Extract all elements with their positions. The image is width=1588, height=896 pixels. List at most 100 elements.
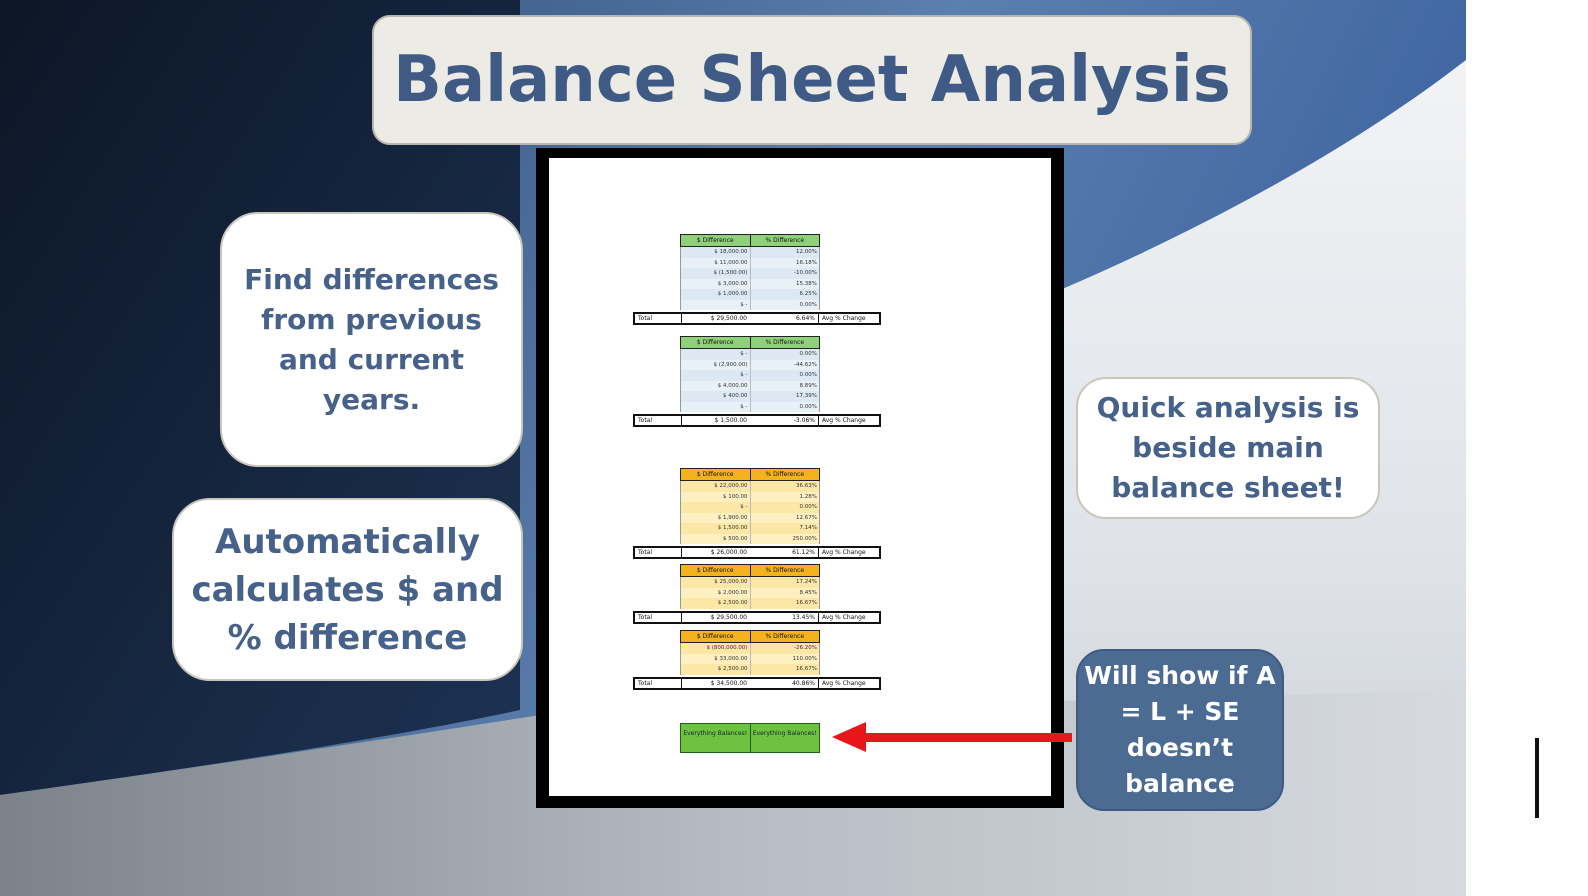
table-row: $ -0.00% <box>681 502 819 513</box>
table-cell: $ 400.00 <box>723 393 748 399</box>
table-cell: -44.62% <box>749 359 820 370</box>
table-cell: 0.00% <box>749 349 820 360</box>
balance-check-cell: Everything Balances! <box>749 724 819 752</box>
table-cell: 0.00% <box>749 401 820 412</box>
table-cell: 7.14% <box>749 523 820 534</box>
callout-quick-analysis: Quick analysis is beside main balance sh… <box>1076 377 1380 519</box>
callout-find-differences-text: Find differences from previous and curre… <box>244 262 499 416</box>
table-cell: $ 18,000.00 <box>714 249 748 255</box>
table-cell: 17.24% <box>749 577 820 588</box>
table-header: $ Difference % Difference <box>680 630 820 643</box>
table-header: $ Difference% Difference <box>680 234 820 247</box>
total-cell: $ 29,500.00 <box>710 315 747 322</box>
total-cell: Total <box>635 314 682 323</box>
table-cell: $ 3,000.00 <box>717 280 748 287</box>
slide: Balance Sheet Analysis Find differences … <box>0 0 1466 896</box>
analysis-table: $ Difference% Difference$ -0.00%$ (2,900… <box>680 336 820 412</box>
table-cell: 0.00% <box>749 370 820 381</box>
table-cell: 250.00% <box>749 533 820 544</box>
table-cell: $ 100.00 <box>723 493 748 500</box>
table-cell: $ - <box>740 301 748 308</box>
total-cell: $ 26,000.00 <box>710 549 747 556</box>
table-cell: 12.00% <box>749 247 820 258</box>
table-cell: 6.25% <box>749 289 820 300</box>
table-header: $ Difference % Difference <box>680 468 820 481</box>
header-cell: % Difference <box>749 631 820 642</box>
analysis-table: $ Difference % Difference$ (800,000.00)-2… <box>680 630 820 675</box>
header-cell: $ Difference <box>696 633 734 640</box>
total-cell: Total <box>635 416 682 425</box>
table-cell: $ 4,000.00 <box>717 382 748 389</box>
balance-check: Everything Balances! Everything Balances… <box>680 723 820 753</box>
table-row: $ -0.00% <box>681 401 820 412</box>
total-row: Total $ 1,500.00 -3.06%Avg % Change <box>633 414 881 427</box>
table-row: $ -0.00% <box>681 349 819 360</box>
table-cell: $ (2,900.00) <box>713 361 748 368</box>
callout-quick-analysis-text: Quick analysis is beside main balance sh… <box>1096 391 1360 504</box>
total-cell: -3.06% <box>793 417 815 424</box>
total-cell: Total <box>635 678 682 688</box>
table-cell: $ 33,000.00 <box>714 655 748 662</box>
right-margin <box>1466 0 1588 896</box>
table-cell: $ 1,500.00 <box>717 525 748 531</box>
table-cell: $ 22,000.00 <box>714 483 748 489</box>
spreadsheet-screenshot: Everything Balances! Everything Balances… <box>549 158 1051 796</box>
total-cell: $ 34,500.00 <box>710 679 747 687</box>
table-cell: 0.00% <box>749 502 820 513</box>
red-arrow-icon <box>832 722 1072 752</box>
callout-auto-calculates: Automatically calculates $ and % differe… <box>172 498 523 681</box>
table-cell: 36.63% <box>749 481 820 492</box>
table-cell: $ 2,500.00 <box>717 666 748 672</box>
table-cell: 16.18% <box>749 257 820 268</box>
table-cell: $ - <box>740 403 748 410</box>
spreadsheet-screenshot-frame: Everything Balances! Everything Balances… <box>536 148 1064 808</box>
total-cell: $ 1,500.00 <box>714 417 747 424</box>
callout-will-show: Will show if A = L + SE doesn’t balance <box>1076 649 1284 811</box>
table-cell: $ 2,500.00 <box>717 600 748 606</box>
header-cell: $ Difference <box>696 471 734 478</box>
table-cell: $ 25,000.00 <box>714 579 748 585</box>
slide-title: Balance Sheet Analysis <box>393 43 1231 117</box>
total-cell: 40.86% <box>792 679 815 687</box>
title-box: Balance Sheet Analysis <box>372 15 1252 145</box>
table-cell: $ (1,500.00) <box>713 270 748 276</box>
total-cell: 61.12% <box>792 549 815 556</box>
header-cell: % Difference <box>749 469 820 480</box>
header-cell: % Difference <box>749 565 820 576</box>
total-row: Total $ 29,500.00 6.64%Avg % Change <box>633 312 881 325</box>
header-cell: $ Difference <box>696 237 734 244</box>
total-cell: 13.45% <box>792 613 815 621</box>
header-cell: % Difference <box>749 337 820 348</box>
total-cell: Total <box>635 548 682 557</box>
callout-auto-calculates-text: Automatically calculates $ and % differe… <box>191 521 504 658</box>
table-cell: $ - <box>740 372 748 378</box>
total-cell: Avg % Change <box>818 416 879 425</box>
table-row: $ (1,500.00)-10.00% <box>681 268 819 279</box>
total-cell: Avg % Change <box>818 612 879 622</box>
table-cell: 12.67% <box>749 512 820 523</box>
total-cell: 6.64% <box>795 315 815 322</box>
text-cursor-icon <box>1535 738 1539 818</box>
table-row: $ -0.00% <box>681 299 819 310</box>
table-cell: 8.45% <box>749 587 820 598</box>
table-header: $ Difference % Difference <box>680 336 820 349</box>
table-cell: $ (800,000.00) <box>706 645 748 651</box>
table-row: $ (800,000.00)-26.20% <box>681 643 819 654</box>
table-cell: $ - <box>740 504 748 510</box>
table-cell: 15.38% <box>749 278 820 289</box>
header-cell: $ Difference <box>696 339 734 346</box>
total-cell: Avg % Change <box>818 314 879 323</box>
total-cell: $ 29,500.00 <box>710 613 747 621</box>
